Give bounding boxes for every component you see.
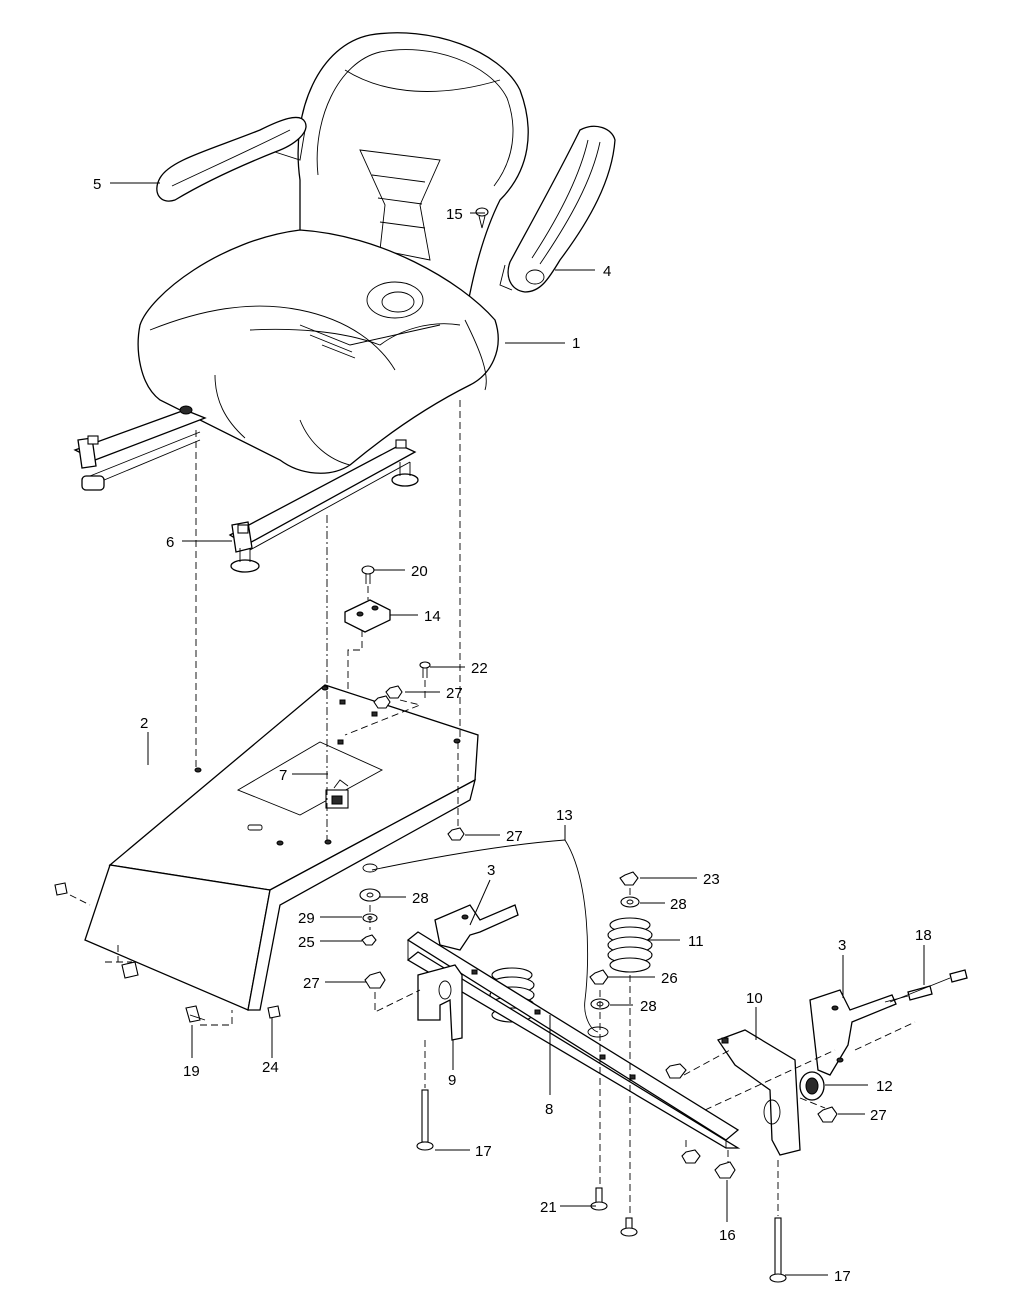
label-part-21: 21 bbox=[540, 1199, 557, 1216]
pin-22 bbox=[419, 661, 431, 678]
label-part-5: 5 bbox=[93, 176, 101, 193]
label-part-17-right: 17 bbox=[834, 1268, 851, 1285]
label-part-27-top: 27 bbox=[446, 685, 463, 702]
label-part-20: 20 bbox=[411, 563, 428, 580]
assembly-centerlines bbox=[69, 400, 916, 1216]
spring-11 bbox=[607, 917, 653, 973]
label-part-3-left: 3 bbox=[487, 862, 495, 879]
nut-27d bbox=[817, 1106, 838, 1123]
label-part-19: 19 bbox=[183, 1063, 200, 1080]
armrest-left bbox=[156, 116, 307, 202]
label-part-17-left: 17 bbox=[475, 1143, 492, 1160]
pin-15 bbox=[475, 207, 489, 229]
armrest-right bbox=[499, 125, 616, 293]
nut-16 bbox=[714, 1161, 736, 1179]
nut-26 bbox=[589, 969, 609, 985]
bracket-9 bbox=[417, 964, 463, 1041]
bracket-10 bbox=[716, 1029, 801, 1156]
label-part-27-right: 27 bbox=[870, 1107, 887, 1124]
nut-24 bbox=[267, 1005, 281, 1019]
label-part-1: 1 bbox=[572, 335, 580, 352]
nut-bar-1 bbox=[681, 1149, 701, 1164]
label-part-22: 22 bbox=[471, 660, 488, 677]
crossbar-8 bbox=[406, 931, 741, 1149]
washer-28a bbox=[359, 888, 381, 902]
nut-27a bbox=[385, 685, 403, 699]
label-part-15: 15 bbox=[446, 206, 463, 223]
label-part-27-left: 27 bbox=[303, 975, 320, 992]
leader-lines bbox=[110, 182, 925, 1276]
label-part-18: 18 bbox=[915, 927, 932, 944]
bolt-18 bbox=[884, 969, 968, 1003]
nut-bar-2 bbox=[665, 1063, 687, 1079]
label-part-26: 26 bbox=[661, 970, 678, 987]
bolt-pan-left bbox=[121, 961, 139, 979]
bolt-21 bbox=[590, 1187, 608, 1211]
label-part-29: 29 bbox=[298, 910, 315, 927]
bushing-12 bbox=[799, 1071, 825, 1101]
bolt-19 bbox=[185, 1005, 206, 1023]
bracket-3-left bbox=[434, 904, 519, 951]
label-part-4: 4 bbox=[603, 263, 611, 280]
label-part-7: 7 bbox=[279, 767, 287, 784]
pin-20 bbox=[361, 565, 375, 584]
label-part-9: 9 bbox=[448, 1072, 456, 1089]
bolt-center bbox=[620, 1217, 638, 1237]
nut-27c bbox=[364, 971, 386, 989]
label-part-24: 24 bbox=[262, 1059, 279, 1076]
seat-pan bbox=[84, 684, 479, 1011]
washer-28b bbox=[620, 896, 640, 908]
seat-assembly bbox=[137, 32, 529, 474]
label-part-27-pan: 27 bbox=[506, 828, 523, 845]
bolt-17-left bbox=[416, 1089, 434, 1151]
nut-25 bbox=[361, 934, 377, 946]
label-part-28-left: 28 bbox=[412, 890, 429, 907]
bracket-14 bbox=[344, 599, 391, 633]
label-part-28-top: 28 bbox=[670, 896, 687, 913]
label-part-2: 2 bbox=[140, 715, 148, 732]
label-part-11: 11 bbox=[688, 933, 704, 950]
label-part-10: 10 bbox=[746, 990, 763, 1007]
label-part-12: 12 bbox=[876, 1078, 893, 1095]
nut-27a-2 bbox=[373, 695, 391, 709]
cable-13 bbox=[362, 839, 609, 1038]
label-part-28-mid: 28 bbox=[640, 998, 657, 1015]
label-part-8: 8 bbox=[545, 1101, 553, 1118]
nut-pan-left bbox=[54, 882, 68, 896]
bolt-17-right bbox=[769, 1217, 787, 1283]
nut-27b bbox=[447, 827, 465, 841]
label-part-13: 13 bbox=[556, 807, 573, 824]
seat-slide-rails bbox=[73, 405, 419, 573]
label-part-14: 14 bbox=[424, 608, 441, 625]
callout-labels: 1 2 3 3 4 5 6 7 8 9 10 11 12 13 14 15 16… bbox=[93, 176, 932, 1285]
label-part-23: 23 bbox=[703, 871, 720, 888]
bracket-3-right bbox=[809, 989, 897, 1076]
label-part-6: 6 bbox=[166, 534, 174, 551]
nut-23 bbox=[619, 871, 639, 886]
label-part-25: 25 bbox=[298, 934, 315, 951]
label-part-16: 16 bbox=[719, 1227, 736, 1244]
label-part-3-right: 3 bbox=[838, 937, 846, 954]
